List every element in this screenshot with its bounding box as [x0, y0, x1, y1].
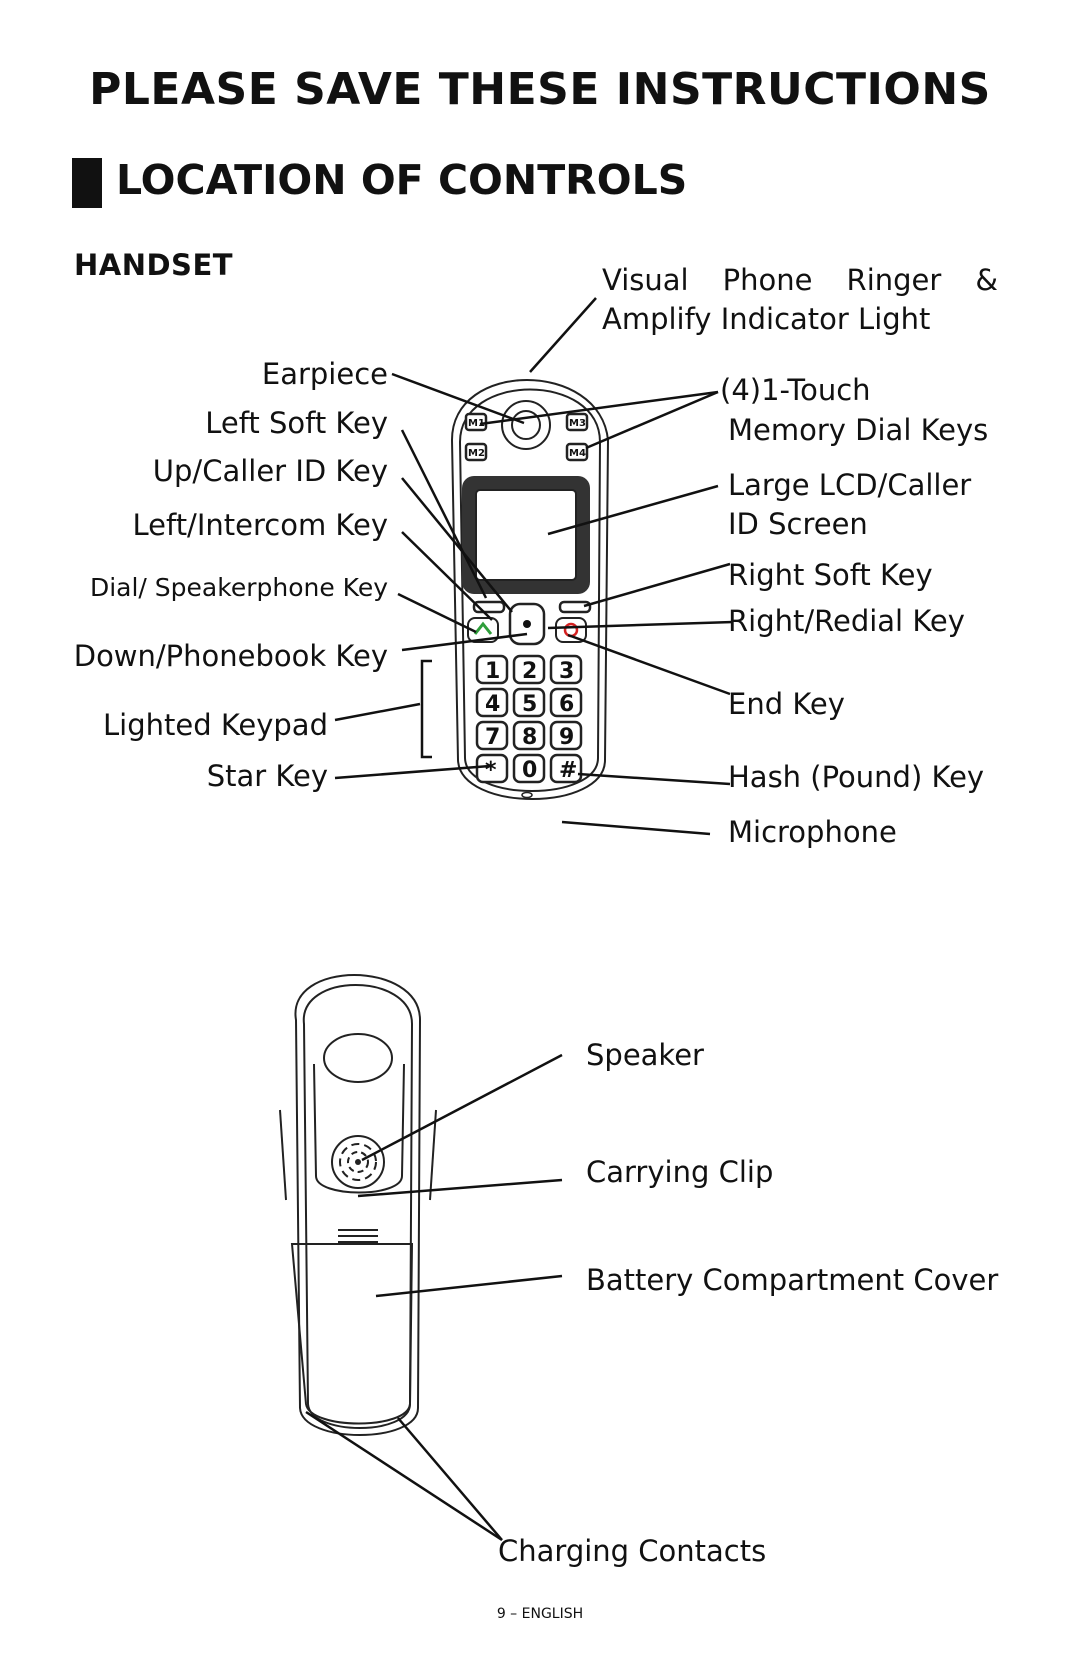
section-marker: [72, 158, 102, 208]
key-7-label: 7: [485, 725, 500, 750]
keypad-drawing: 1 2 3 4 5 6 7 8 9 * 0 #: [475, 654, 583, 784]
earpiece-label: Earpiece: [261, 357, 388, 391]
back-leader-lines: [305, 1053, 563, 1542]
visual-ringer-word: Visual: [602, 263, 689, 297]
key-star-label: *: [485, 758, 497, 783]
visual-ringer-label-line1: Visual Phone Ringer &: [602, 262, 998, 298]
carrying-clip-label: Carrying Clip: [586, 1155, 774, 1189]
earpiece-drawing: [501, 400, 551, 450]
key-9-label: 9: [559, 725, 574, 750]
speaker-grill-drawing: [331, 1135, 385, 1189]
memory-keys-label-line2: Memory Dial Keys: [728, 413, 989, 447]
dial-speakerphone-key-label: Dial/ Speakerphone Key: [89, 573, 388, 602]
m4-key-label: M4: [569, 448, 586, 459]
key-2-label: 2: [522, 659, 537, 684]
handset-front-drawing: M1 M2 M3 M4 1 2 3 4 5 6: [420, 379, 610, 800]
handset-back-drawing: [279, 974, 437, 1436]
star-key-label: Star Key: [206, 759, 328, 793]
key-hash-label: #: [559, 758, 577, 783]
battery-cover-drawing: [290, 1243, 414, 1425]
microphone-label: Microphone: [728, 815, 897, 849]
m3-key: [565, 412, 589, 432]
hash-key-label: Hash (Pound) Key: [728, 760, 985, 794]
right-soft-key-drawing: [558, 600, 592, 614]
carrying-clip-drawing: [313, 1063, 405, 1194]
right-soft-key-label: Right Soft Key: [728, 558, 933, 592]
back-top-lens: [323, 1033, 393, 1083]
battery-cover-label: Battery Compartment Cover: [586, 1263, 999, 1297]
key-4-label: 4: [485, 692, 500, 717]
front-leader-lines: [334, 297, 734, 836]
end-key-label: End Key: [728, 687, 845, 721]
page-title: PLEASE SAVE THESE INSTRUCTIONS: [89, 64, 991, 115]
left-intercom-key-label: Left/Intercom Key: [132, 508, 389, 542]
section-title: LOCATION OF CONTROLS: [116, 156, 688, 204]
m2-key-label: M2: [468, 448, 485, 459]
m3-key-label: M3: [569, 418, 586, 429]
subsection-title: HANDSET: [74, 248, 234, 282]
lcd-screen: [475, 489, 577, 581]
end-key-drawing: [555, 617, 587, 643]
dial-key-drawing: [467, 617, 499, 643]
key-5-label: 5: [522, 692, 537, 717]
key-3-label: 3: [559, 659, 574, 684]
down-phonebook-key-label: Down/Phonebook Key: [73, 639, 388, 673]
page-footer: 9 – ENGLISH: [496, 1606, 584, 1622]
visual-ringer-word: &: [975, 263, 998, 297]
lcd-label-line1: Large LCD/Caller: [728, 468, 972, 502]
visual-ringer-label-line2: Amplify Indicator Light: [602, 302, 931, 336]
key-6-label: 6: [559, 692, 574, 717]
speaker-label: Speaker: [586, 1038, 704, 1072]
key-1-label: 1: [485, 659, 500, 684]
visual-ringer-word: Phone: [722, 263, 813, 297]
visual-ringer-word: Ringer: [846, 263, 942, 297]
key-0-label: 0: [522, 758, 537, 783]
lighted-keypad-label: Lighted Keypad: [102, 708, 328, 742]
key-8-label: 8: [522, 725, 537, 750]
lcd-label-line2: ID Screen: [728, 507, 868, 541]
up-caller-id-key-label: Up/Caller ID Key: [152, 454, 388, 488]
m1-key-label: M1: [468, 418, 485, 429]
charging-contacts-label: Charging Contacts: [498, 1534, 767, 1568]
m2-key: [464, 442, 488, 462]
memory-keys-label-line1: (4)1-Touch: [720, 373, 871, 407]
microphone-hole: [521, 791, 533, 799]
left-soft-key-label: Left Soft Key: [205, 406, 388, 440]
m4-key: [565, 442, 589, 462]
right-redial-key-label: Right/Redial Key: [728, 604, 965, 638]
